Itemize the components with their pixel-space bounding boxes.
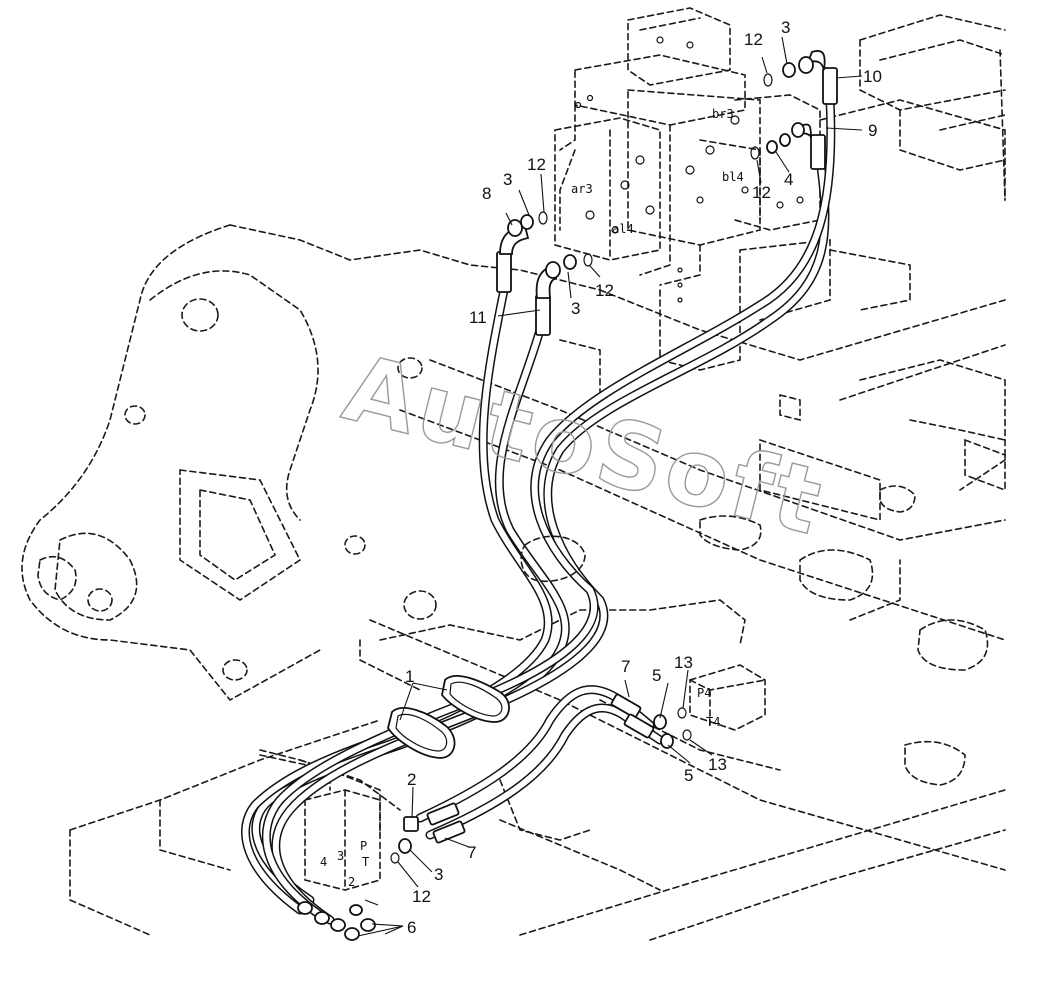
callout-7-upper: 7 [621,657,630,676]
port-label-3: 3 [337,849,344,863]
callout-12-bottom: 12 [412,887,431,906]
port-label-p: P [360,839,367,853]
port-label-t4: T4 [706,715,720,729]
callout-5-lower: 5 [684,766,693,785]
callout-2: 2 [407,770,416,789]
callout-3-middle: 3 [571,299,580,318]
callout-6: 6 [407,918,416,937]
callout-13-upper: 13 [674,653,693,672]
port-label-t: T [362,855,369,869]
callout-12-top-left: 12 [527,155,546,174]
callout-9: 9 [868,121,877,140]
callout-3-bottom: 3 [434,865,443,884]
port-label-al4: al4 [612,222,634,236]
callout-3-top-left: 3 [503,170,512,189]
callout-11: 11 [469,308,487,327]
hose-bundle [241,95,836,925]
callout-1: 1 [405,667,414,686]
port-block-p4-t4: P4 T4 [689,664,766,731]
port-label-2: 2 [348,875,355,889]
frame-outline [21,14,1006,941]
callout-7-lower: 7 [467,843,476,862]
callout-12-top-right: 12 [744,30,763,49]
port-label-p4: P4 [697,686,711,700]
callout-8: 8 [482,184,491,203]
port-label-bl4: bl4 [722,170,744,184]
port-label-ar3: ar3 [571,182,593,196]
callout-5-upper: 5 [652,666,661,685]
callout-4: 4 [784,170,793,189]
callout-labels: 1 2 3 3 3 3 4 5 5 6 7 7 8 9 10 11 12 12 … [405,18,882,937]
hose-clamps [387,535,586,759]
callout-3-top-right: 3 [781,18,790,37]
callout-12-right: 12 [752,183,771,202]
leader-lines [357,36,863,937]
fittings [297,50,838,941]
port-label-4: 4 [320,855,327,869]
watermark-text: AutoSoft [334,334,835,556]
port-label-br3: br3 [712,107,734,121]
callout-10: 10 [863,67,882,86]
control-valve: br3 ar3 bl4 al4 [554,7,821,303]
callout-12-middle: 12 [595,281,614,300]
callout-13-lower: 13 [708,755,727,774]
